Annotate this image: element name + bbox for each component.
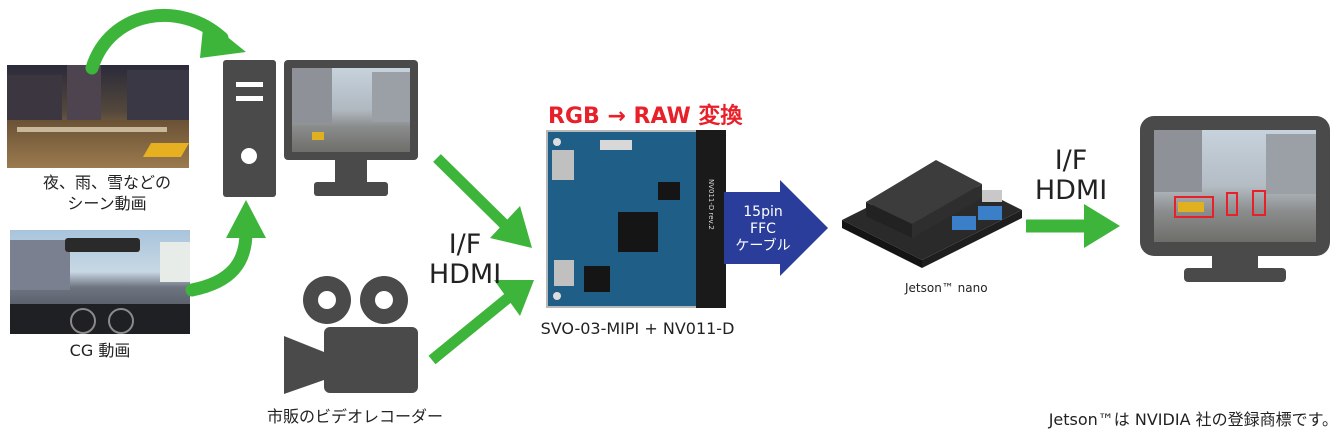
hdmi-label-output: I/F HDMI — [1034, 145, 1108, 206]
output-monitor-screen — [1154, 130, 1316, 242]
ffc-cable-label: 15pin FFC ケーブル — [735, 204, 791, 254]
pc-monitor-base — [314, 182, 388, 196]
camcorder-label: 市販のビデオレコーダー — [266, 407, 443, 426]
board-main-chip — [618, 212, 658, 252]
output-monitor-base — [1184, 268, 1286, 282]
camcorder-icon — [284, 276, 418, 394]
conversion-title: RGB → RAW 変換 — [548, 104, 743, 129]
ffc-cable-arrow — [724, 180, 828, 276]
pc-monitor-stand — [335, 160, 367, 182]
pc-monitor-icon — [284, 60, 418, 160]
cg-video-image — [10, 230, 190, 334]
detection-box — [1174, 196, 1214, 218]
jetson-label: Jetson™ nano — [905, 281, 988, 295]
hdmi-label-input: I/F HDMI — [428, 229, 502, 290]
night-scene-image — [7, 65, 189, 168]
trademark-notice: Jetson™は NVIDIA 社の登録商標です。 — [1048, 410, 1338, 429]
night-scene-label: 夜、雨、雪などの シーン動画 — [42, 173, 171, 213]
output-monitor-icon — [1140, 116, 1330, 256]
cg-video-label: CG 動画 — [69, 341, 131, 360]
pc-tower-icon — [223, 60, 276, 197]
pc-monitor-screen — [292, 68, 410, 152]
output-monitor-stand — [1212, 256, 1258, 270]
jetson-nano-image — [842, 160, 1022, 268]
nv011-adapter-board: NV011-D rev.2 — [696, 130, 726, 308]
board-label: SVO-03-MIPI + NV011-D — [540, 319, 735, 338]
